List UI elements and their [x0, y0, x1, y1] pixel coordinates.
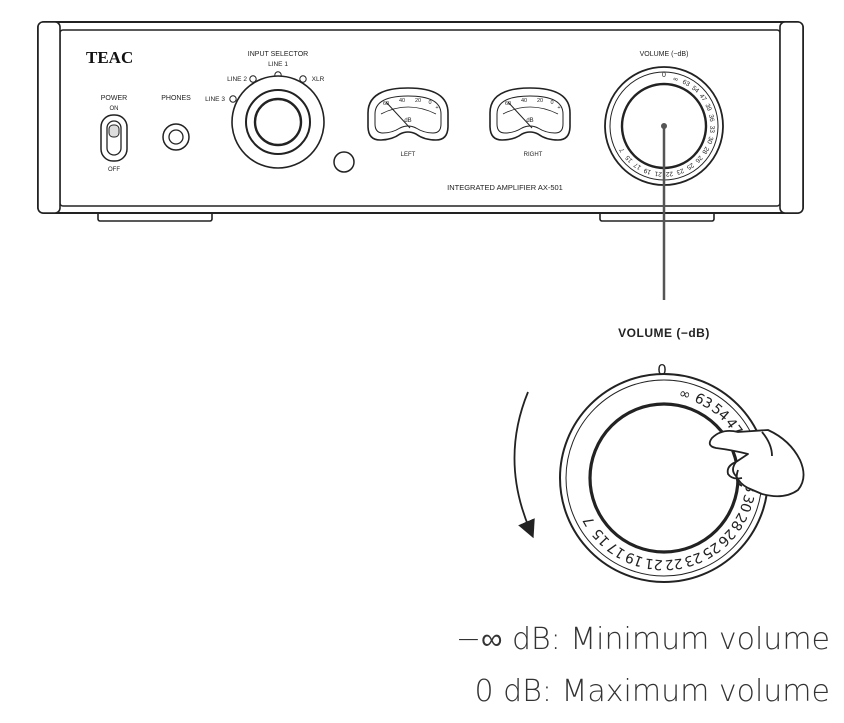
caption-min-volume: −∞ dB: Minimum volume — [455, 622, 830, 657]
small-volume-scale-mark: 23 — [675, 166, 685, 175]
small-volume-scale-mark: 28 — [700, 145, 710, 155]
phones-label: PHONES — [161, 95, 191, 102]
phones-jack-inner — [168, 129, 184, 145]
small-volume-scale-mark: 21 — [654, 170, 662, 178]
small-volume-top-mark: 0 — [662, 72, 666, 79]
input-line2-label: LINE 2 — [227, 76, 247, 83]
detail-volume-top-mark: 0 — [657, 361, 667, 379]
detail-volume-scale-mark: 23 — [682, 548, 704, 569]
callout-leader-dot — [661, 123, 667, 129]
power-switch-knob — [108, 124, 120, 138]
input-line3-label: LINE 3 — [205, 96, 225, 103]
right-side-cap — [779, 21, 804, 214]
input-line1-label: LINE 1 — [268, 61, 288, 68]
rotation-direction-arrow — [513, 391, 535, 539]
input-xlr-led — [299, 75, 307, 83]
caption-max-volume: 0 dB: Maximum volume — [474, 674, 830, 709]
small-volume-scale-mark: 36 — [707, 114, 715, 123]
power-label: POWER — [101, 95, 127, 102]
small-volume-scale-mark: 25 — [685, 161, 695, 171]
small-volume-scale-mark: 47 — [698, 93, 708, 103]
input-selector-knob[interactable] — [253, 97, 303, 147]
small-volume-scale-mark: 19 — [643, 166, 653, 175]
left-meter-label: LEFT — [401, 152, 416, 158]
small-volume-scale-mark: 17 — [632, 161, 642, 171]
detail-volume-scale-mark: 28 — [727, 510, 750, 533]
detail-volume-label: VOLUME (−dB) — [618, 326, 710, 340]
input-line2-led — [249, 75, 257, 83]
small-volume-scale-mark: 54 — [690, 85, 700, 95]
small-volume-label: VOLUME (−dB) — [640, 51, 689, 58]
right-meter-scale-60: 60 — [505, 101, 511, 107]
small-volume-scale-mark: 22 — [665, 170, 673, 178]
right-meter-scale-20: 20 — [537, 98, 543, 104]
left-meter-scale-20: 20 — [415, 98, 421, 104]
right-meter-scale-40: 40 — [521, 98, 527, 104]
input-xlr-label: XLR — [312, 76, 325, 83]
small-volume-scale-mark: ∞ — [672, 76, 679, 84]
small-volume-scale-mark: 63 — [681, 79, 691, 89]
detail-volume-scale-mark: 63 — [692, 390, 715, 412]
left-meter-scale-40: 40 — [399, 98, 405, 104]
amplifier-front-panel: TEAC POWER ON OFF PHONES INPUT SELECTOR … — [37, 21, 804, 222]
detail-volume-scale-mark: 19 — [623, 548, 645, 569]
right-level-meter: 60 40 20 0 + dB RIGHT — [489, 87, 571, 158]
small-volume-scale-mark: 33 — [708, 125, 715, 133]
power-on-label: ON — [110, 106, 119, 112]
model-label: INTEGRATED AMPLIFIER AX-501 — [447, 183, 563, 192]
input-line3-led — [229, 95, 237, 103]
detail-volume-scale-mark: 30 — [736, 492, 757, 514]
hand-icon — [708, 429, 805, 498]
left-meter-unit: dB — [404, 118, 411, 124]
detail-volume-scale-mark: 21 — [644, 554, 664, 572]
small-volume-scale-mark: 39 — [703, 103, 712, 113]
detail-volume-scale-mark: ∞ — [677, 385, 692, 403]
detail-volume-knob[interactable] — [588, 402, 740, 554]
input-selector-title: INPUT SELECTOR — [248, 51, 308, 58]
left-level-meter: 60 40 20 0 + dB LEFT — [367, 87, 449, 158]
right-meter-scale-0: 0 — [550, 100, 553, 106]
left-meter-scale-plus: + — [435, 105, 438, 111]
left-side-cap — [37, 21, 61, 214]
remote-sensor — [333, 151, 355, 173]
left-meter-scale-60: 60 — [383, 101, 389, 107]
power-off-label: OFF — [108, 167, 120, 173]
detail-volume-scale-mark: 22 — [664, 555, 684, 573]
right-meter-label: RIGHT — [524, 152, 543, 158]
left-meter-scale-0: 0 — [428, 100, 431, 106]
small-volume-scale-mark: 15 — [624, 153, 634, 163]
small-volume-scale-mark: 30 — [705, 136, 714, 145]
small-volume-scale-mark: 26 — [693, 154, 703, 164]
small-volume-scale-mark: 7 — [618, 146, 626, 153]
right-meter-unit: dB — [526, 118, 533, 124]
brand-logo: TEAC — [86, 48, 133, 67]
right-meter-scale-plus: + — [557, 105, 560, 111]
